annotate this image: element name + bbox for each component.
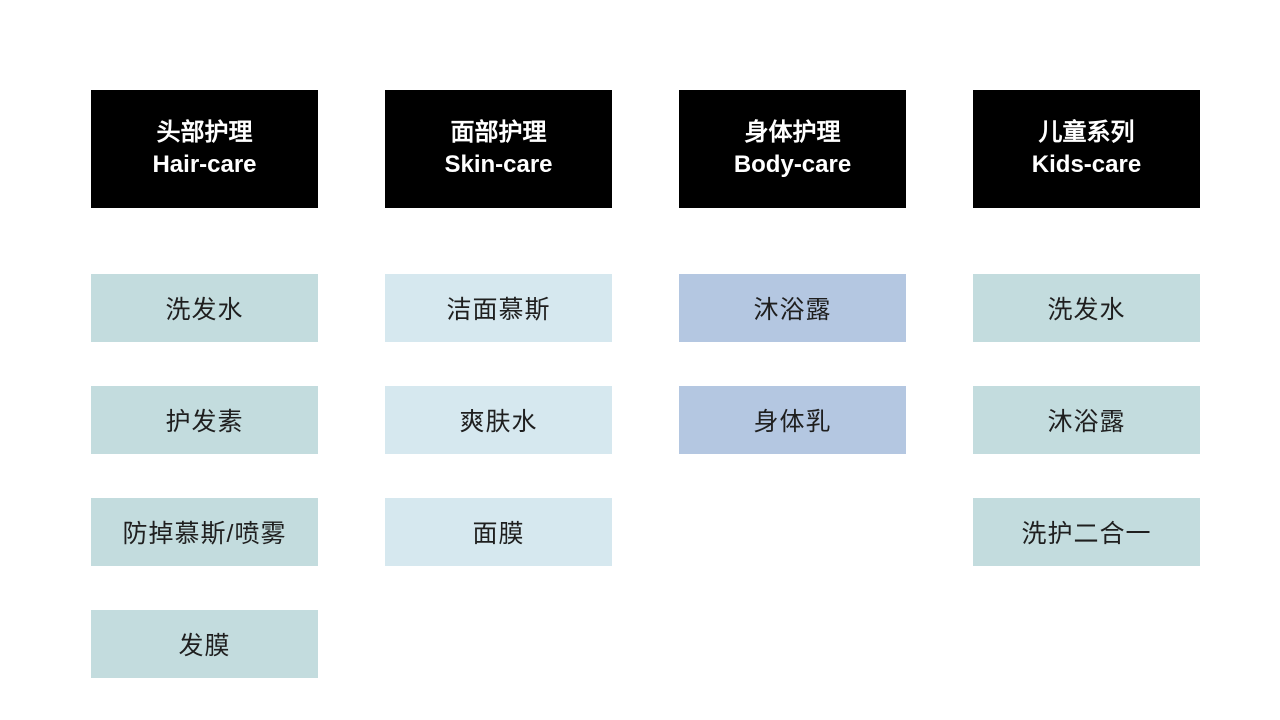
category-column-hair-care: 头部护理 Hair-care 洗发水 护发素 防掉慕斯/喷雾 发膜: [91, 90, 318, 678]
product-item: 防掉慕斯/喷雾: [91, 498, 318, 566]
product-item: 沐浴露: [973, 386, 1200, 454]
product-item: 洗发水: [973, 274, 1200, 342]
category-header: 身体护理 Body-care: [679, 90, 906, 208]
category-header: 面部护理 Skin-care: [385, 90, 612, 208]
category-column-skin-care: 面部护理 Skin-care 洁面慕斯 爽肤水 面膜: [385, 90, 612, 678]
product-item: 发膜: [91, 610, 318, 678]
category-item-list: 洗发水 沐浴露 洗护二合一: [973, 274, 1200, 566]
category-header-en: Hair-care: [152, 151, 257, 178]
category-header-en: Body-care: [733, 151, 852, 178]
product-item: 身体乳: [679, 386, 906, 454]
category-header-en: Skin-care: [444, 151, 553, 178]
category-columns: 头部护理 Hair-care 洗发水 护发素 防掉慕斯/喷雾 发膜 面部护理 S…: [91, 90, 1200, 678]
product-item: 沐浴露: [679, 274, 906, 342]
category-header-zh: 头部护理: [156, 118, 253, 146]
category-item-list: 洁面慕斯 爽肤水 面膜: [385, 274, 612, 566]
product-item: 洗护二合一: [973, 498, 1200, 566]
category-header-en: Kids-care: [1031, 151, 1142, 178]
category-column-kids-care: 儿童系列 Kids-care 洗发水 沐浴露 洗护二合一: [973, 90, 1200, 678]
product-item: 面膜: [385, 498, 612, 566]
product-item: 洁面慕斯: [385, 274, 612, 342]
category-header: 头部护理 Hair-care: [91, 90, 318, 208]
product-item: 洗发水: [91, 274, 318, 342]
product-item: 护发素: [91, 386, 318, 454]
product-item: 爽肤水: [385, 386, 612, 454]
category-column-body-care: 身体护理 Body-care 沐浴露 身体乳: [679, 90, 906, 678]
category-header-zh: 儿童系列: [1038, 118, 1135, 146]
category-item-list: 沐浴露 身体乳: [679, 274, 906, 454]
category-header-zh: 身体护理: [744, 118, 841, 146]
category-header: 儿童系列 Kids-care: [973, 90, 1200, 208]
category-item-list: 洗发水 护发素 防掉慕斯/喷雾 发膜: [91, 274, 318, 678]
category-header-zh: 面部护理: [450, 118, 547, 146]
